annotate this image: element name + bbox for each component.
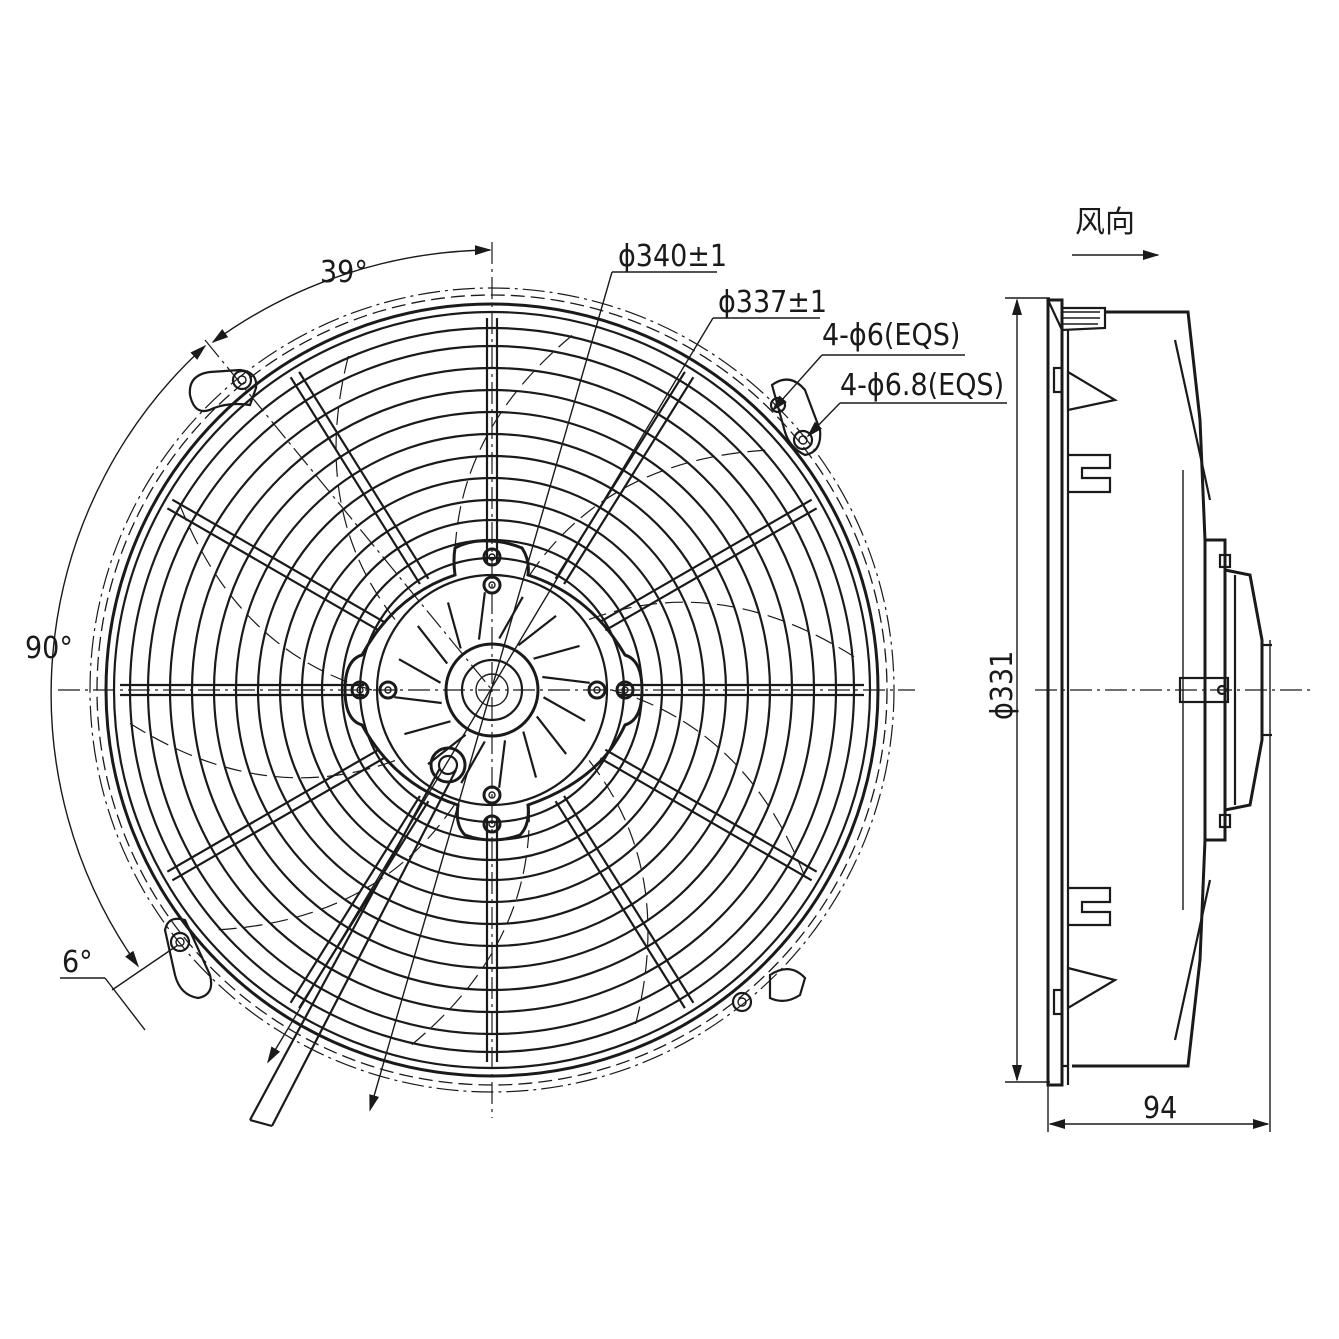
guard-spoke — [289, 376, 421, 585]
mount-bolts — [350, 547, 635, 834]
airflow-label: 风向 — [1075, 205, 1135, 240]
mounting-lug-bottom-left — [163, 917, 213, 1000]
guard-outline-circle — [96, 294, 888, 1086]
outer-diameter-dimension: ϕ340±1 — [369, 239, 727, 1112]
motor-body — [1178, 538, 1272, 842]
hub-rib — [398, 658, 442, 684]
shroud-body — [1066, 310, 1212, 1068]
fan-blade-edge — [176, 496, 373, 691]
shroud-rim — [104, 302, 880, 1078]
guard-spoke — [166, 748, 380, 873]
guard-ring — [278, 476, 706, 904]
outer-diameter-label: ϕ340±1 — [618, 239, 727, 274]
guard-ring — [212, 410, 772, 970]
angle-39-dimension: 39° — [211, 245, 492, 343]
cable-grommet — [429, 746, 467, 784]
guard-spoke — [563, 795, 695, 1004]
hub-rib — [404, 720, 451, 736]
side-view: 风向 ϕ331 94 — [985, 205, 1310, 1132]
hub-rib — [517, 614, 557, 647]
shroud-inner-rim — [112, 310, 872, 1070]
guard-spoke — [604, 507, 818, 632]
mount-holes-label-a: 4-ϕ6(EQS) — [822, 318, 960, 353]
fan-blade-edge — [528, 449, 774, 577]
guard-spoke — [171, 757, 385, 882]
guard-spoke — [298, 371, 430, 580]
guard-ring — [256, 454, 728, 926]
fan-blade-edge — [405, 804, 530, 1051]
mount-holes-label-b: 4-ϕ6.8(EQS) — [840, 368, 1004, 403]
guard-spoke — [599, 757, 813, 882]
hub-rib — [416, 625, 449, 665]
side-diameter-label: ϕ331 — [985, 651, 1020, 720]
guard-spoke — [171, 498, 385, 623]
hub-rib — [446, 602, 462, 649]
guard-spoke — [563, 376, 695, 585]
hub-rib — [498, 740, 507, 788]
side-diameter-dimension: ϕ331 — [985, 297, 1050, 1083]
hub-rib — [533, 644, 580, 660]
angle-90-dimension: 90° — [25, 344, 207, 968]
hub-rib — [542, 675, 590, 684]
guard-ring — [234, 432, 750, 948]
fan-blade-edge — [588, 760, 649, 1033]
hub-rib — [535, 715, 568, 755]
fan-blade-edge — [210, 803, 456, 931]
fan-blade-edge — [335, 347, 396, 620]
hub-rib — [394, 696, 442, 705]
angle-6-dimension: 6° — [60, 944, 179, 1031]
mount-clips — [1052, 366, 1118, 1016]
guard-spoke — [604, 748, 818, 873]
fan-blade-edge — [454, 329, 579, 576]
depth-dimension: 94 — [1047, 640, 1271, 1132]
hub-rib — [542, 696, 586, 722]
depth-label: 94 — [1143, 1091, 1177, 1126]
angle-39-label: 39° — [320, 255, 368, 290]
guard-ring — [300, 498, 684, 882]
outer-diameter-circle — [89, 287, 895, 1093]
hub-rib — [498, 596, 524, 640]
fan-blade-edge — [611, 689, 808, 884]
wire-harness — [249, 767, 457, 1128]
shroud-flange — [1046, 298, 1107, 1087]
hub-rib — [477, 592, 486, 640]
mounting-lug-bottom-right — [731, 968, 807, 1013]
guard-diameter-label: ϕ337±1 — [718, 285, 827, 320]
guard-spoke — [554, 800, 686, 1009]
front-view — [58, 242, 915, 1128]
angle-6-label: 6° — [62, 945, 93, 980]
hub-rib — [460, 740, 486, 784]
guard-ring — [358, 556, 626, 824]
motor-mount-plate — [343, 539, 644, 842]
guard-spokes — [120, 318, 864, 1062]
hub-rib — [522, 731, 538, 778]
mount-holes-dimension-b: 4-ϕ6.8(EQS) — [806, 368, 1007, 438]
mount-holes-dimension-a: 4-ϕ6(EQS) — [771, 318, 965, 412]
guard-spoke — [289, 795, 421, 1004]
angle-90-label: 90° — [25, 631, 73, 666]
guard-ring — [320, 518, 664, 862]
guard-spoke — [599, 498, 813, 623]
guard-diameter-dimension: ϕ337±1 — [267, 285, 827, 1064]
